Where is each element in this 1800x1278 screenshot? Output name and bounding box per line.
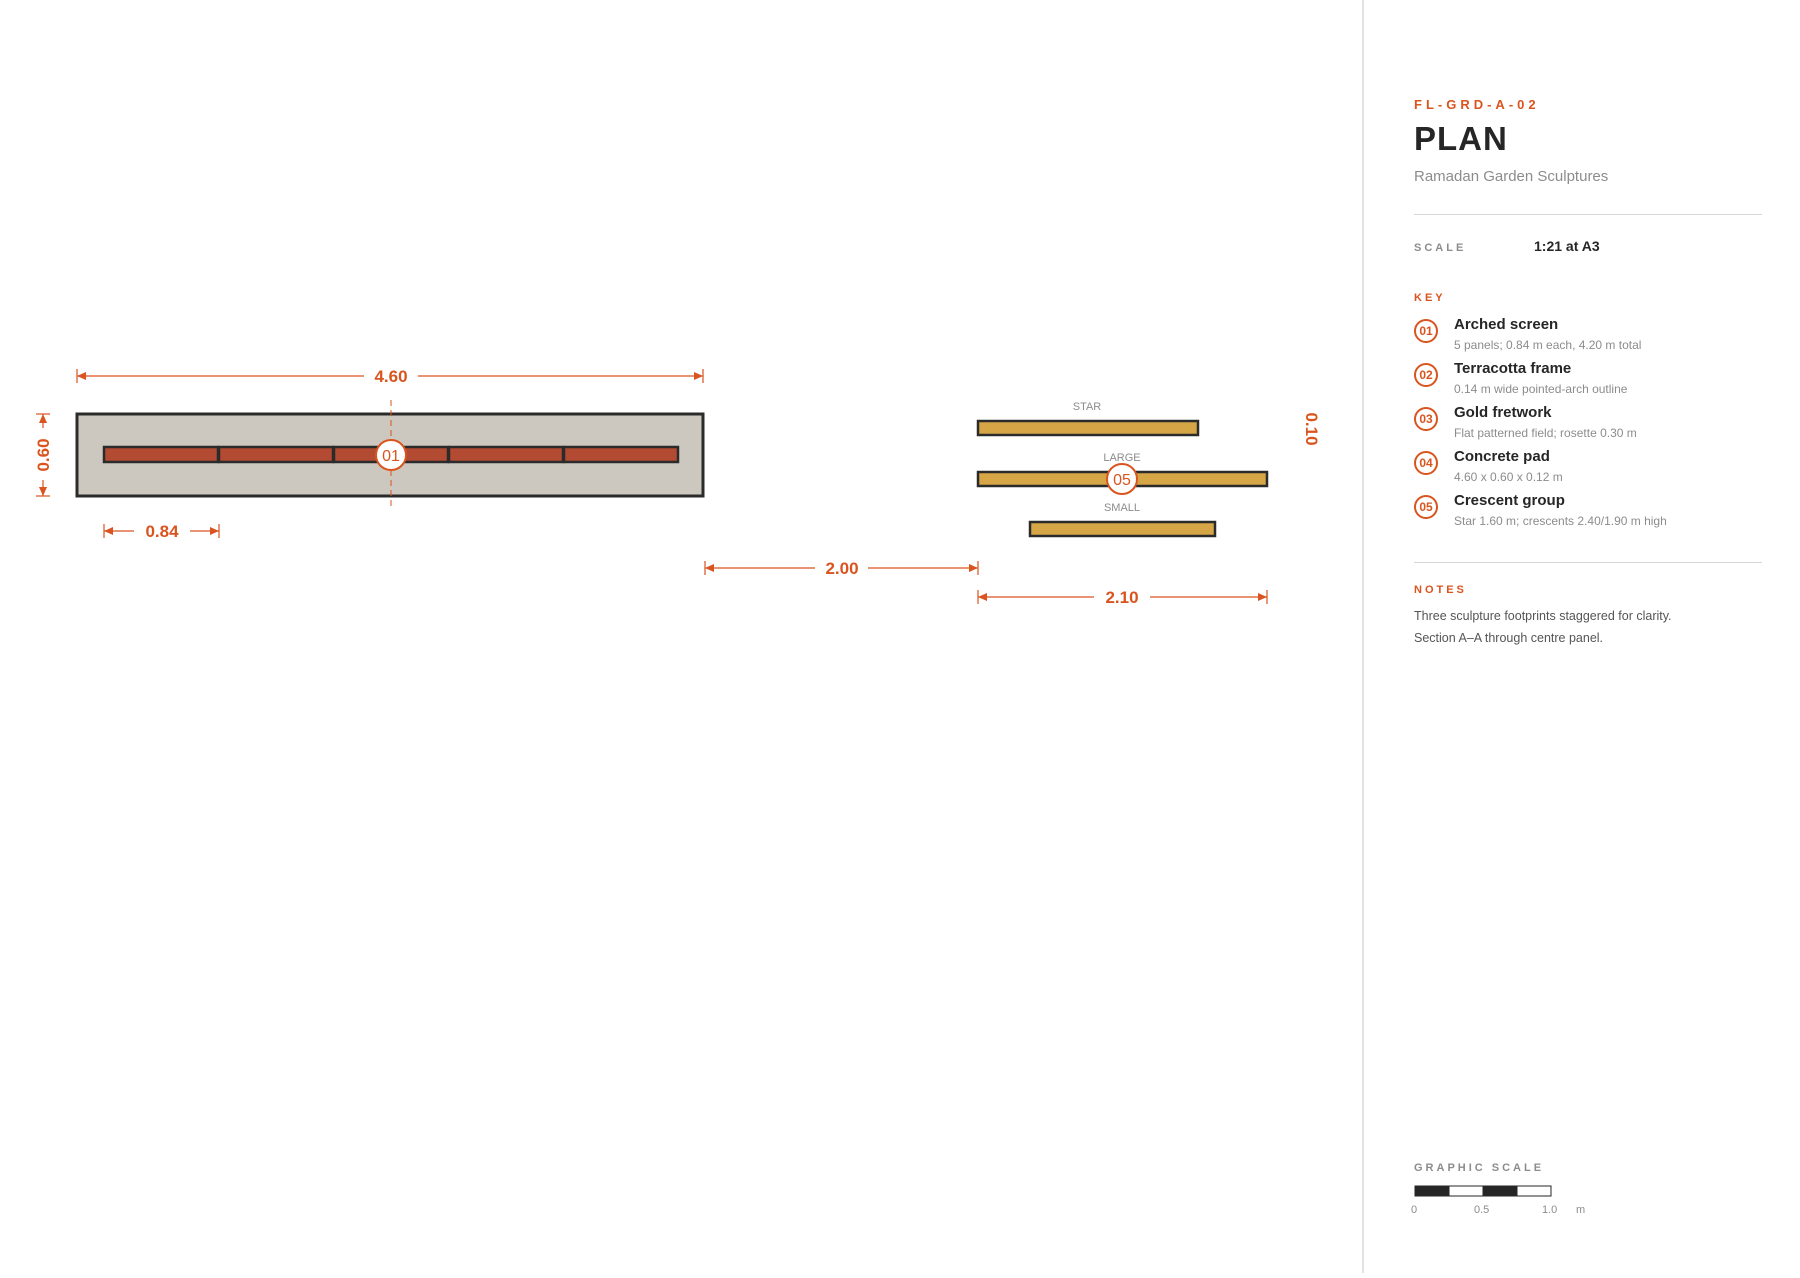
dim-pad-width: 0.60 xyxy=(34,438,53,471)
scale-label: SCALE xyxy=(1414,242,1467,254)
key-list: 01 Arched screen 5 panels; 0.84 m each, … xyxy=(1414,316,1762,546)
graphic-scale-label: GRAPHIC SCALE xyxy=(1414,1162,1545,1174)
note-line: Section A–A through centre panel. xyxy=(1414,631,1604,645)
dim-gap: 2.00 xyxy=(825,559,858,578)
divider xyxy=(1414,214,1762,215)
key-desc: Flat patterned field; rosette 0.30 m xyxy=(1454,426,1637,440)
key-desc: 0.14 m wide pointed-arch outline xyxy=(1454,382,1628,396)
dim-crescent-span: 2.10 xyxy=(1105,588,1138,607)
scale-value: 1:21 at A3 xyxy=(1534,238,1600,254)
title-block: FL-GRD-A-02 PLAN Ramadan Garden Sculptur… xyxy=(1362,0,1800,1273)
callout-circle-05 xyxy=(1106,463,1138,495)
scale-segment xyxy=(1448,1185,1484,1197)
key-badge: 04 xyxy=(1414,451,1438,475)
scale-segment xyxy=(1516,1185,1552,1197)
key-name: Crescent group xyxy=(1454,492,1565,509)
graphic-scale-svg xyxy=(1414,1185,1552,1197)
dim-panel-width: 0.84 xyxy=(145,522,179,541)
callout-01: 01 xyxy=(382,448,400,465)
graphic-scale-bar xyxy=(1414,1184,1762,1197)
scale-tick: 0 xyxy=(1411,1204,1418,1216)
dim-overall-length: 4.60 xyxy=(374,367,407,386)
sheet-subtitle: Ramadan Garden Sculptures xyxy=(1414,168,1609,185)
key-item: 01 Arched screen 5 panels; 0.84 m each, … xyxy=(1414,316,1762,358)
screen-panel xyxy=(562,445,680,464)
note-line: Three sculpture footprints staggered for… xyxy=(1414,609,1672,623)
key-badge: 05 xyxy=(1414,495,1438,519)
plan-svg: 01 4.60 0.60 0.84 2.00 STAR LARGE SMALL xyxy=(34,367,1321,607)
scale-tick: 0.5 xyxy=(1474,1204,1490,1216)
key-label: KEY xyxy=(1414,292,1446,304)
scale-segment xyxy=(1414,1185,1450,1197)
key-badge: 01 xyxy=(1414,319,1438,343)
screen-panel xyxy=(102,445,220,464)
key-item: 03 Gold fretwork Flat patterned field; r… xyxy=(1414,404,1762,446)
plan-drawing: 01 4.60 0.60 0.84 2.00 STAR LARGE SMALL xyxy=(34,367,1321,607)
key-item: 02 Terracotta frame 0.14 m wide pointed-… xyxy=(1414,360,1762,402)
key-item: 05 Crescent group Star 1.60 m; crescents… xyxy=(1414,492,1762,534)
key-desc: 4.60 x 0.60 x 0.12 m xyxy=(1454,470,1563,484)
dim-crescent-thickness: 0.10 xyxy=(1302,412,1321,445)
screen-panel xyxy=(217,445,335,464)
divider xyxy=(1414,562,1762,563)
key-badge: 02 xyxy=(1414,363,1438,387)
scale-tick: 1.0 xyxy=(1542,1204,1558,1216)
key-name: Concrete pad xyxy=(1454,448,1550,465)
crescent-star-footprint xyxy=(976,419,1200,437)
arched-screen-panels xyxy=(102,445,680,464)
sheet-code: FL-GRD-A-02 xyxy=(1414,97,1540,112)
sheet-title: PLAN xyxy=(1414,120,1508,157)
screen-panel xyxy=(447,445,565,464)
key-name: Gold fretwork xyxy=(1454,404,1552,421)
key-desc: Star 1.60 m; crescents 2.40/1.90 m high xyxy=(1454,514,1667,528)
key-item: 04 Concrete pad 4.60 x 0.60 x 0.12 m xyxy=(1414,448,1762,490)
crescent-small-footprint xyxy=(1028,520,1217,538)
key-name: Terracotta frame xyxy=(1454,360,1572,377)
graphic-scale-ticks: 0 0.5 1.0 m xyxy=(1411,1204,1762,1218)
label-small: SMALL xyxy=(1104,502,1140,514)
label-star: STAR xyxy=(1073,401,1102,413)
key-badge: 03 xyxy=(1414,407,1438,431)
label-large: LARGE xyxy=(1103,452,1140,464)
key-desc: 5 panels; 0.84 m each, 4.20 m total xyxy=(1454,338,1642,352)
scale-segment xyxy=(1482,1185,1518,1197)
callout-circle-01 xyxy=(375,439,407,471)
notes-label: NOTES xyxy=(1414,584,1467,596)
callout-05: 05 xyxy=(1113,472,1131,489)
scale-unit: m xyxy=(1576,1204,1586,1216)
key-name: Arched screen xyxy=(1454,316,1559,333)
